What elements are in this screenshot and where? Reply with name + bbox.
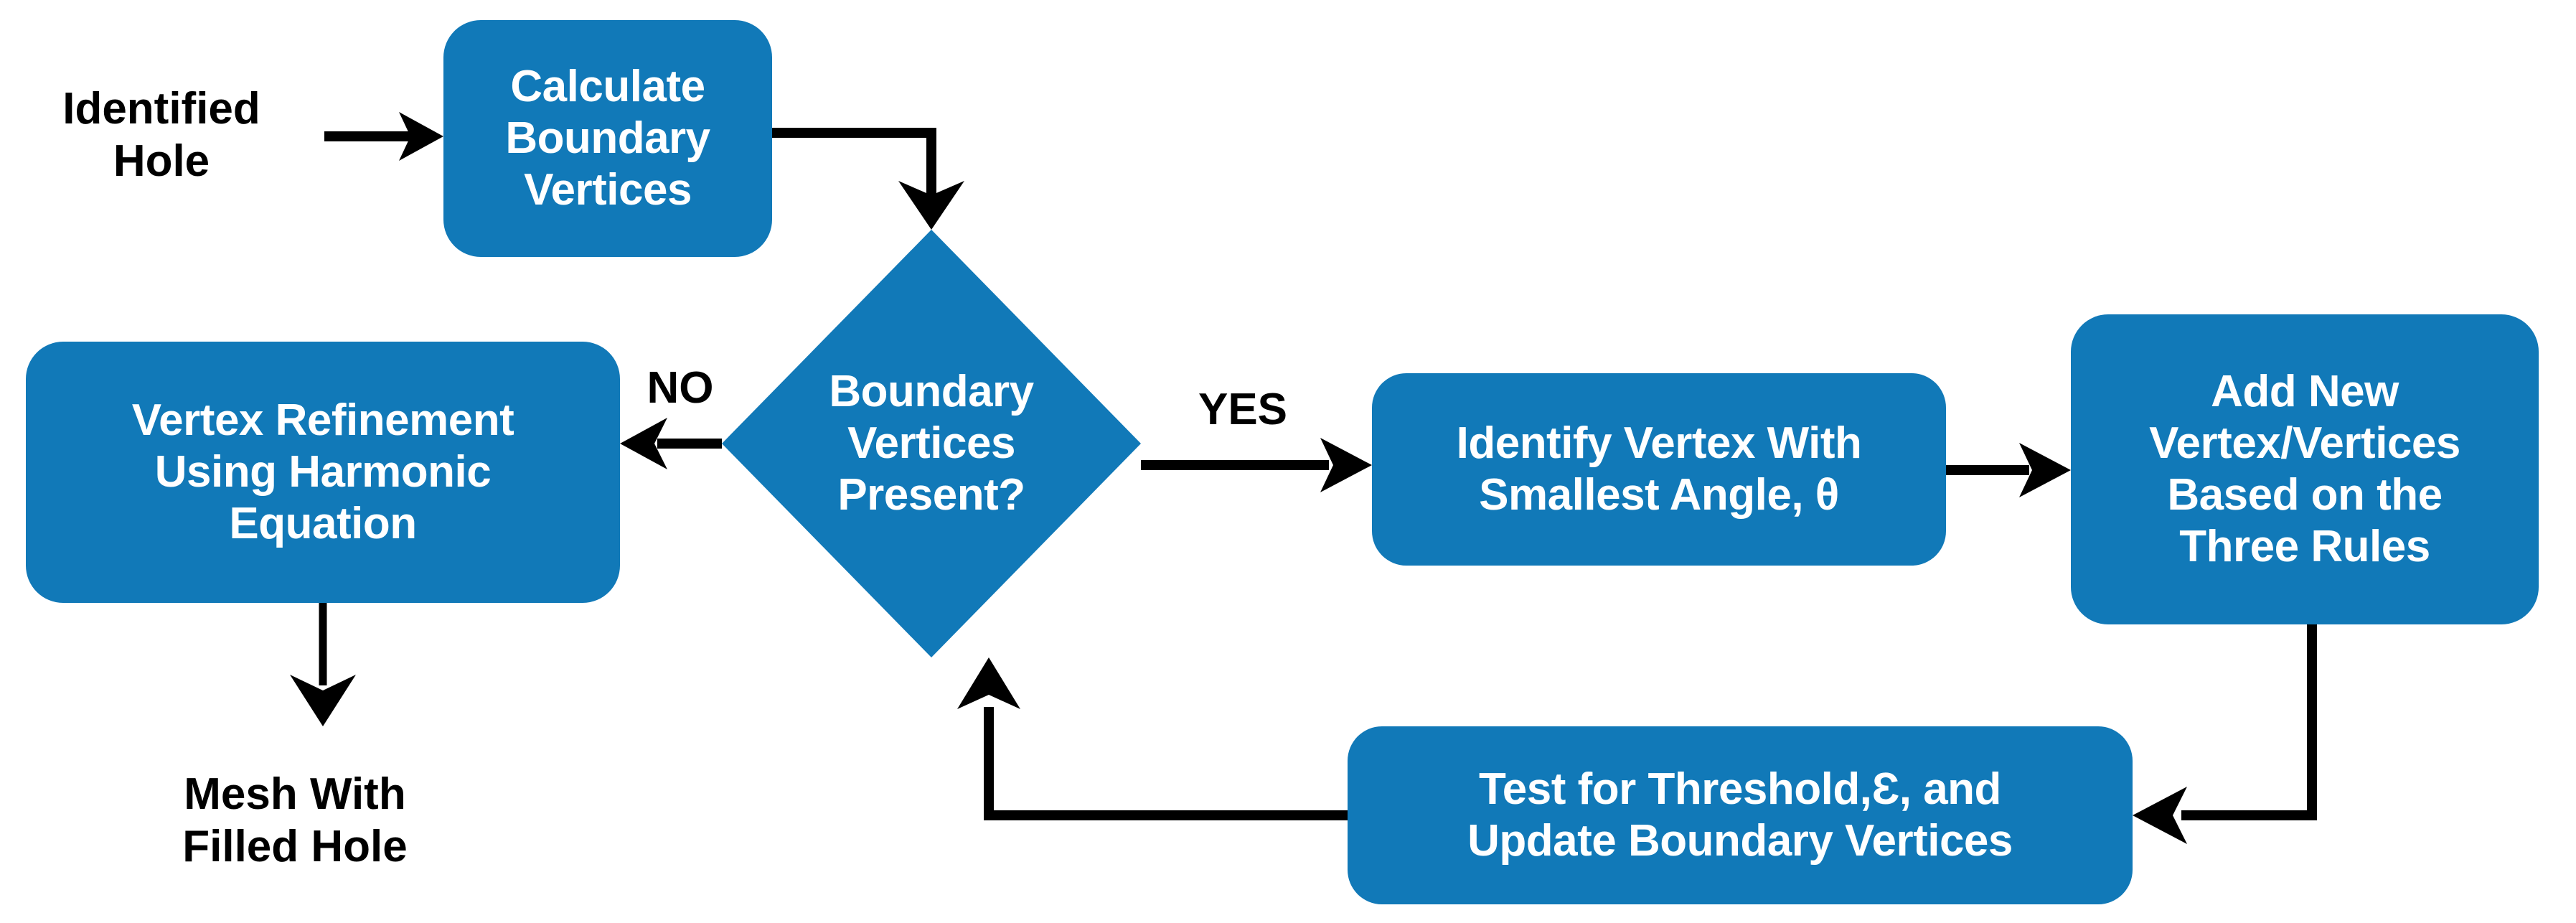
edge-decision-yes-to-identify-vertex bbox=[1141, 438, 1372, 492]
node-boundary-vertices-present[interactable] bbox=[722, 230, 1141, 657]
edge-decision-no-to-vertex-refinement bbox=[620, 418, 722, 469]
edge-calculate-to-decision bbox=[772, 128, 964, 230]
edge-add-new-vertices-to-test-threshold bbox=[2133, 624, 2317, 844]
node-identify-vertex-smallest-angle[interactable] bbox=[1372, 373, 1946, 566]
node-calculate-boundary-vertices[interactable] bbox=[443, 20, 772, 257]
node-vertex-refinement[interactable] bbox=[26, 342, 620, 603]
node-test-threshold[interactable] bbox=[1348, 726, 2133, 904]
node-add-new-vertices[interactable] bbox=[2071, 314, 2539, 624]
edge-identify-vertex-to-add-new-vertices bbox=[1946, 443, 2071, 497]
edge-identified-hole-to-calculate bbox=[324, 112, 443, 161]
edge-test-threshold-to-decision bbox=[957, 657, 1348, 820]
edge-vertex-refinement-to-mesh bbox=[290, 603, 356, 726]
